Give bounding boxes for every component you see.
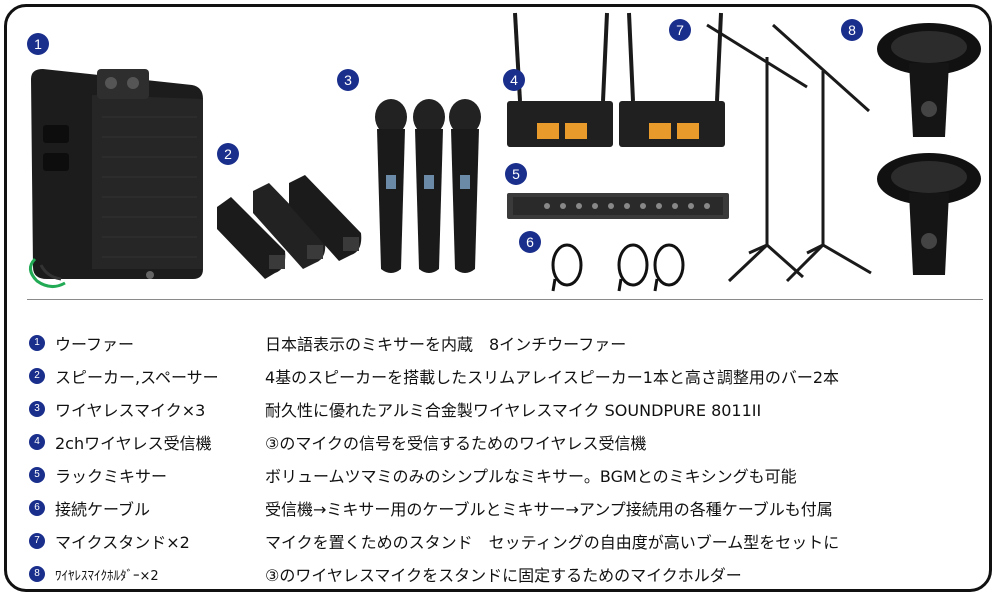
item-description: ③のマイクの信号を受信するためのワイヤレス受信機	[265, 434, 647, 453]
list-item: 6 接続ケーブル 受信機→ミキサー用のケーブルとミキサー→アンプ接続用の各種ケー…	[29, 494, 833, 522]
woofer-image	[29, 69, 203, 288]
marker-6: 6	[519, 231, 541, 253]
rack-mixer-image	[507, 193, 729, 219]
speaker-columns-image	[217, 175, 362, 279]
item-number-badge: 3	[29, 401, 45, 417]
list-item: 5 ラックミキサー ボリュームツマミのみのシンプルなミキサー。BGMとのミキシン…	[29, 461, 797, 489]
receivers-image	[507, 12, 725, 147]
wireless-mics-image	[375, 99, 481, 273]
item-description: 受信機→ミキサー用のケーブルとミキサー→アンプ接続用の各種ケーブルも付属	[265, 500, 833, 519]
item-name: 2chワイヤレス受信機	[55, 434, 212, 453]
marker-5: 5	[505, 163, 527, 185]
marker-8: 8	[841, 19, 863, 41]
item-name: マイクスタンド×2	[55, 533, 190, 552]
item-description: マイクを置くためのスタンド セッティングの自由度が高いブーム型をセットに	[265, 533, 840, 552]
item-description: ボリュームツマミのみのシンプルなミキサー。BGMとのミキシングも可能	[265, 467, 797, 486]
item-number-badge: 1	[29, 335, 45, 351]
cables-image	[551, 243, 685, 292]
list-item: 8 ﾜｲﾔﾚｽﾏｲｸﾎﾙﾀﾞｰ×2 ③のワイヤレスマイクをスタンドに固定するため…	[29, 560, 742, 588]
item-name: ラックミキサー	[55, 467, 168, 486]
list-item: 2 スピーカー,スペーサー 4基のスピーカーを搭載したスリムアレイスピーカー1本…	[29, 362, 839, 390]
mic-stands-image	[706, 23, 872, 283]
item-number-badge: 8	[29, 566, 45, 582]
product-set-panel: 1 2 3 4 5 6 7 8 1 ウーファー 日本語表示のミキサーを内蔵 8イ…	[4, 4, 992, 592]
item-name: スピーカー,スペーサー	[55, 368, 219, 387]
item-name: 接続ケーブル	[55, 500, 151, 519]
product-illustrations	[29, 12, 981, 292]
marker-2: 2	[217, 143, 239, 165]
item-number-badge: 4	[29, 434, 45, 450]
item-name: ﾜｲﾔﾚｽﾏｲｸﾎﾙﾀﾞｰ×2	[55, 568, 159, 584]
item-name: ウーファー	[55, 335, 135, 354]
divider	[27, 299, 983, 300]
mic-holders-image	[877, 23, 981, 275]
marker-3: 3	[337, 69, 359, 91]
item-description: 日本語表示のミキサーを内蔵 8インチウーファー	[265, 335, 627, 354]
item-description: 耐久性に優れたアルミ合金製ワイヤレスマイク SOUNDPURE 8011II	[265, 401, 762, 420]
list-item: 4 2chワイヤレス受信機 ③のマイクの信号を受信するためのワイヤレス受信機	[29, 428, 647, 456]
marker-1: 1	[27, 33, 49, 55]
item-number-badge: 7	[29, 533, 45, 549]
marker-7: 7	[669, 19, 691, 41]
item-number-badge: 6	[29, 500, 45, 516]
item-description: 4基のスピーカーを搭載したスリムアレイスピーカー1本と高さ調整用のバー2本	[265, 368, 840, 387]
marker-4: 4	[503, 69, 525, 91]
item-number-badge: 5	[29, 467, 45, 483]
list-item: 7 マイクスタンド×2 マイクを置くためのスタンド セッティングの自由度が高いブ…	[29, 527, 839, 555]
item-name: ワイヤレスマイク×3	[55, 401, 206, 420]
item-description: ③のワイヤレスマイクをスタンドに固定するためのマイクホルダー	[265, 566, 742, 585]
item-number-badge: 2	[29, 368, 45, 384]
list-item: 1 ウーファー 日本語表示のミキサーを内蔵 8インチウーファー	[29, 329, 626, 357]
list-item: 3 ワイヤレスマイク×3 耐久性に優れたアルミ合金製ワイヤレスマイク SOUND…	[29, 395, 761, 423]
